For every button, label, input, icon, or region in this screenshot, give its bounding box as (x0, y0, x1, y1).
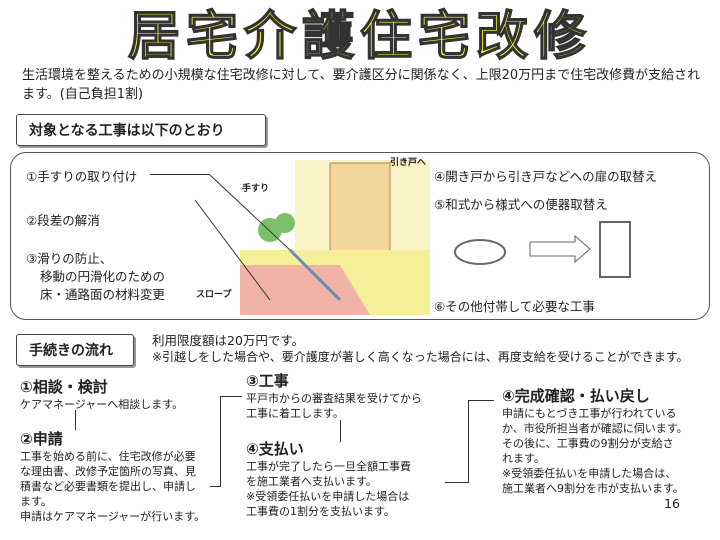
step-body: 工事が完了したら一旦全額工事費 (246, 460, 411, 473)
label-sliding-door: 引き戸へ (390, 158, 427, 168)
step-body: ケアマネージャーへ相談します。 (20, 398, 184, 411)
label-slope: スロープ (196, 290, 232, 300)
step-body: 施工業者へ9割分を市が支払います。 (502, 482, 684, 495)
page-title: 居宅介護住宅改修 (127, 6, 592, 68)
connector (468, 400, 469, 482)
step-body: な理由書、改修予定箇所の写真、見 (20, 465, 196, 478)
house-illustration (194, 160, 430, 315)
step-title: ③工事 (246, 372, 289, 390)
step-body: を施工業者へ支払います。 (246, 475, 377, 488)
connector (445, 482, 469, 483)
item-1: ①手すりの取り付け (26, 169, 138, 184)
step-body: 積書など必要書類を提出し、申請し (20, 480, 196, 493)
item-6: ⑥その他付帯して必要な工事 (434, 299, 595, 314)
step-body: 工事に着工します。 (246, 407, 344, 420)
step-body: れます。 (502, 452, 545, 465)
item-5: ⑤和式から様式への便器取替え (434, 197, 608, 212)
pointer-line (150, 174, 210, 175)
step-body: 平戸市からの審査結果を受けてから (246, 392, 422, 405)
step-payment: ④支払い 工事が完了したら一旦全額工事費 を施工業者へ支払います。 ※受領委任払… (246, 438, 411, 519)
step-title: ④完成確認・払い戻し (502, 387, 650, 405)
step-body: か、市役所担当者が確認に伺います。 (502, 422, 688, 435)
step-body: ます。 (20, 495, 52, 508)
item-2: ②段差の解消 (26, 213, 100, 228)
connector (220, 396, 242, 397)
step-body: 工事を始める前に、住宅改修が必要 (20, 450, 196, 463)
toilet-replacement-illustration (454, 221, 631, 278)
step-body: ※受領委任払いを申請した場合は、 (502, 467, 677, 480)
label-handrail: 手すり (242, 184, 270, 194)
step-body: 工事費の1割分を支払います。 (246, 505, 395, 518)
step-body: 申請にもとづき工事が行われている (502, 407, 677, 420)
step-body: 申請はケアマネージャーが行います。 (20, 510, 206, 523)
item-3: ③滑りの防止、 (26, 251, 113, 266)
step-consult: ①相談・検討 ケアマネージャーへ相談します。 (20, 376, 183, 412)
step-title: ④支払い (246, 440, 304, 458)
item-3c: 床・通路面の材料変更 (40, 287, 166, 302)
page-number: 16 (664, 496, 680, 511)
step-title: ②申請 (20, 430, 63, 448)
arrow-down (75, 410, 76, 430)
section-heading-targets: 対象となる工事は以下のとおり (16, 114, 266, 146)
connector (468, 400, 494, 401)
step-body: ※受領委任払いを申請した場合は (246, 490, 410, 503)
step-title: ①相談・検討 (20, 378, 108, 396)
intro-text: 生活環境を整えるための小規模な住宅改修に対して、要介護区分に関係なく、上限20万… (22, 68, 701, 102)
step-completion: ④完成確認・払い戻し 申請にもとづき工事が行われている か、市役所担当者が確認に… (502, 385, 688, 496)
note-text: ※引越しをした場合や、要介護度が著しく高くなった場合には、再度支給を受けることが… (152, 350, 689, 364)
arrow-down (340, 420, 341, 442)
step-body: その後に、工事費の9割分が支給さ (502, 437, 674, 450)
connector (210, 486, 221, 487)
section-heading-procedure: 手続きの流れ (16, 334, 134, 366)
limit-text: 利用限度額は20万円です。 (152, 333, 305, 348)
step-apply: ②申請 工事を始める前に、住宅改修が必要 な理由書、改修予定箇所の写真、見 積書… (20, 428, 205, 524)
item-4: ④開き戸から引き戸などへの扉の取替え (434, 169, 658, 184)
step-construction: ③工事 平戸市からの審査結果を受けてから 工事に着工します。 (246, 370, 422, 421)
targets-panel (10, 152, 710, 320)
item-3b: 移動の円滑化のための (40, 269, 166, 284)
connector (220, 396, 221, 486)
